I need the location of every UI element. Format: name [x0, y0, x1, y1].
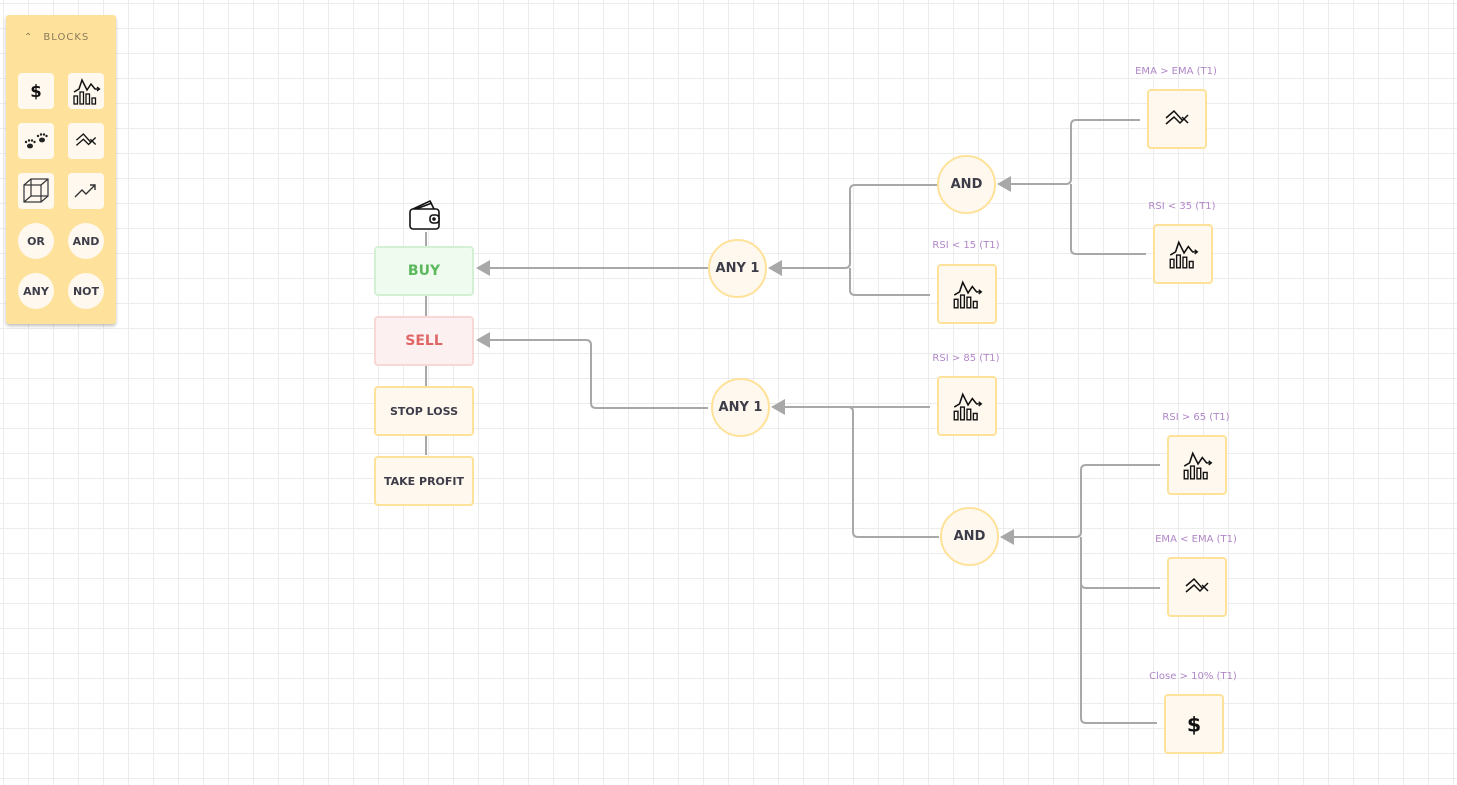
indicator-chart-icon: [950, 277, 984, 311]
block-and[interactable]: AND: [68, 223, 104, 259]
block-pattern[interactable]: [18, 123, 54, 159]
dollar-icon: [1179, 709, 1209, 739]
block-cube[interactable]: [18, 173, 54, 209]
condition-ema-lt-ema[interactable]: [1167, 557, 1227, 617]
wire-buy-any-inputs: [780, 184, 937, 296]
crossover-icon: [1181, 571, 1213, 603]
wire-sell-any-inputs: [783, 406, 939, 538]
condition-rsi-gt-65[interactable]: [1167, 435, 1227, 495]
condition-rsi-gt-85[interactable]: [937, 376, 997, 436]
indicator-chart-icon: [950, 389, 984, 423]
buy-block[interactable]: BUY: [374, 246, 474, 296]
condition-label: EMA < EMA (T1): [1155, 534, 1237, 545]
block-or[interactable]: OR: [18, 223, 54, 259]
condition-rsi-lt-15[interactable]: [937, 264, 997, 324]
arrow-sell-and: [1000, 529, 1014, 545]
condition-label: RSI > 65 (T1): [1162, 412, 1230, 423]
arrow-buy-and: [997, 176, 1011, 192]
condition-label: RSI < 35 (T1): [1148, 201, 1216, 212]
block-trend[interactable]: [68, 173, 104, 209]
block-price[interactable]: [18, 73, 54, 109]
sell-and-node[interactable]: AND: [940, 507, 999, 566]
condition-close-gt-10[interactable]: [1164, 694, 1224, 754]
arrow-sell-any: [771, 399, 785, 415]
arrow-buy: [476, 260, 490, 276]
block-indicator[interactable]: [68, 73, 104, 109]
sell-any-node[interactable]: ANY 1: [711, 378, 770, 437]
cube-icon: [23, 178, 49, 203]
wire-buy-and-inputs: [1009, 119, 1146, 255]
condition-ema-gt-ema[interactable]: [1147, 89, 1207, 149]
trend-up-icon: [74, 184, 96, 198]
sell-block[interactable]: SELL: [374, 316, 474, 366]
indicator-chart-icon: [1166, 237, 1200, 271]
wallet-icon: [409, 199, 440, 230]
indicator-chart-icon: [1180, 448, 1214, 482]
blocks-palette: ⌃ BLOCKS OR AND ANY NOT: [6, 15, 116, 324]
arrow-sell: [476, 332, 490, 348]
paw-prints-icon: [24, 133, 48, 149]
arrow-buy-any: [768, 260, 782, 276]
block-crossover[interactable]: [68, 123, 104, 159]
condition-label: EMA > EMA (T1): [1135, 66, 1217, 77]
block-not[interactable]: NOT: [68, 273, 104, 309]
condition-label: RSI > 85 (T1): [932, 353, 1000, 364]
buy-any-node[interactable]: ANY 1: [708, 239, 767, 298]
stop-loss-block[interactable]: STOP LOSS: [374, 386, 474, 436]
take-profit-block[interactable]: TAKE PROFIT: [374, 456, 474, 506]
condition-label: Close > 10% (T1): [1149, 671, 1237, 682]
blocks-title: BLOCKS: [43, 32, 90, 43]
block-any[interactable]: ANY: [18, 273, 54, 309]
chevron-up-icon: ⌃: [24, 32, 34, 43]
wire-sell-and-inputs: [1012, 464, 1160, 724]
condition-rsi-lt-35[interactable]: [1153, 224, 1213, 284]
wire-sell: [488, 339, 708, 409]
buy-and-node[interactable]: AND: [937, 155, 996, 214]
condition-label: RSI < 15 (T1): [932, 240, 1000, 251]
blocks-toggle[interactable]: ⌃ BLOCKS: [24, 32, 89, 43]
crossover-icon: [1161, 103, 1193, 135]
